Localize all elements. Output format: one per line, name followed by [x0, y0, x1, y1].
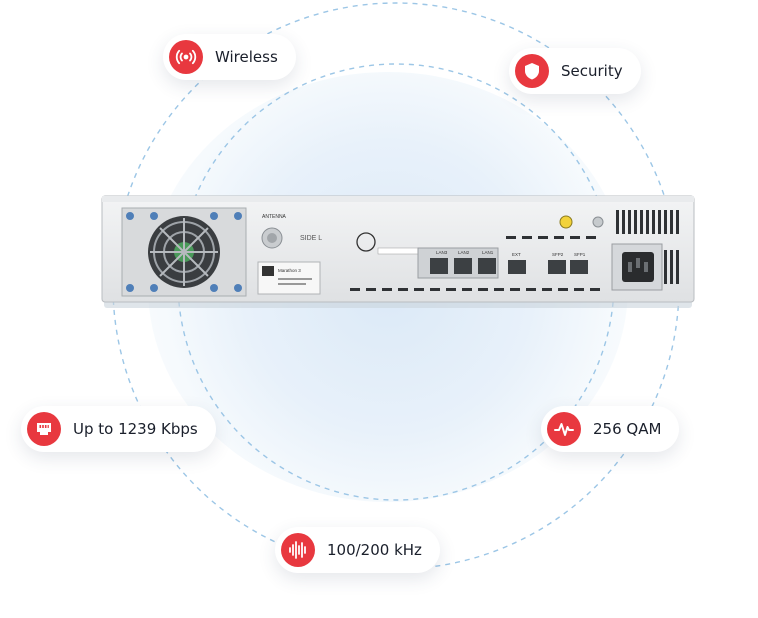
feature-badge-wireless: Wireless: [163, 34, 296, 80]
feature-badge-bandwidth: 100/200 kHz: [275, 527, 440, 573]
ext-port: EXT: [508, 252, 526, 274]
ext-label: EXT: [512, 252, 521, 257]
feature-label-modulation: 256 QAM: [593, 420, 662, 438]
earth-ground-icon: [559, 215, 573, 229]
sound-wave-icon: [281, 533, 315, 567]
product-label: Marathon 3: [257, 261, 321, 295]
power-socket: [611, 243, 663, 291]
ground-symbol: [356, 232, 376, 252]
lan-ports: LAN3 LAN2 LAN1: [417, 247, 499, 279]
vent-slots: [350, 210, 679, 291]
antenna-connector: ANTENNA SIDE L: [261, 214, 322, 249]
feature-label-security: Security: [561, 62, 623, 80]
side-label: SIDE L: [300, 235, 322, 242]
wireless-signal-icon: [169, 40, 203, 74]
lan1-label: LAN1: [482, 250, 494, 255]
sfp2-label: SFP2: [552, 252, 564, 257]
model-label: Marathon 3: [278, 268, 301, 273]
feature-badge-throughput: Up to 1239 Kbps: [21, 406, 216, 452]
device-rear-panel: ANTENNA SIDE L Marathon 3 LAN3 LAN2 LAN1: [101, 195, 695, 308]
feature-label-bandwidth: 100/200 kHz: [327, 541, 422, 559]
antenna-label: ANTENNA: [262, 214, 287, 220]
sfp-ports: SFP2 SFP1: [548, 252, 588, 274]
feature-badge-modulation: 256 QAM: [541, 406, 680, 452]
ethernet-port-icon: [27, 412, 61, 446]
heartbeat-wave-icon: [547, 412, 581, 446]
cooling-fan: [121, 207, 247, 297]
feature-label-throughput: Up to 1239 Kbps: [73, 420, 198, 438]
feature-label-wireless: Wireless: [215, 48, 278, 66]
shield-icon: [515, 54, 549, 88]
lan2-label: LAN2: [458, 250, 470, 255]
sfp1-label: SFP1: [574, 252, 586, 257]
lan3-label: LAN3: [436, 250, 448, 255]
feature-badge-security: Security: [509, 48, 641, 94]
